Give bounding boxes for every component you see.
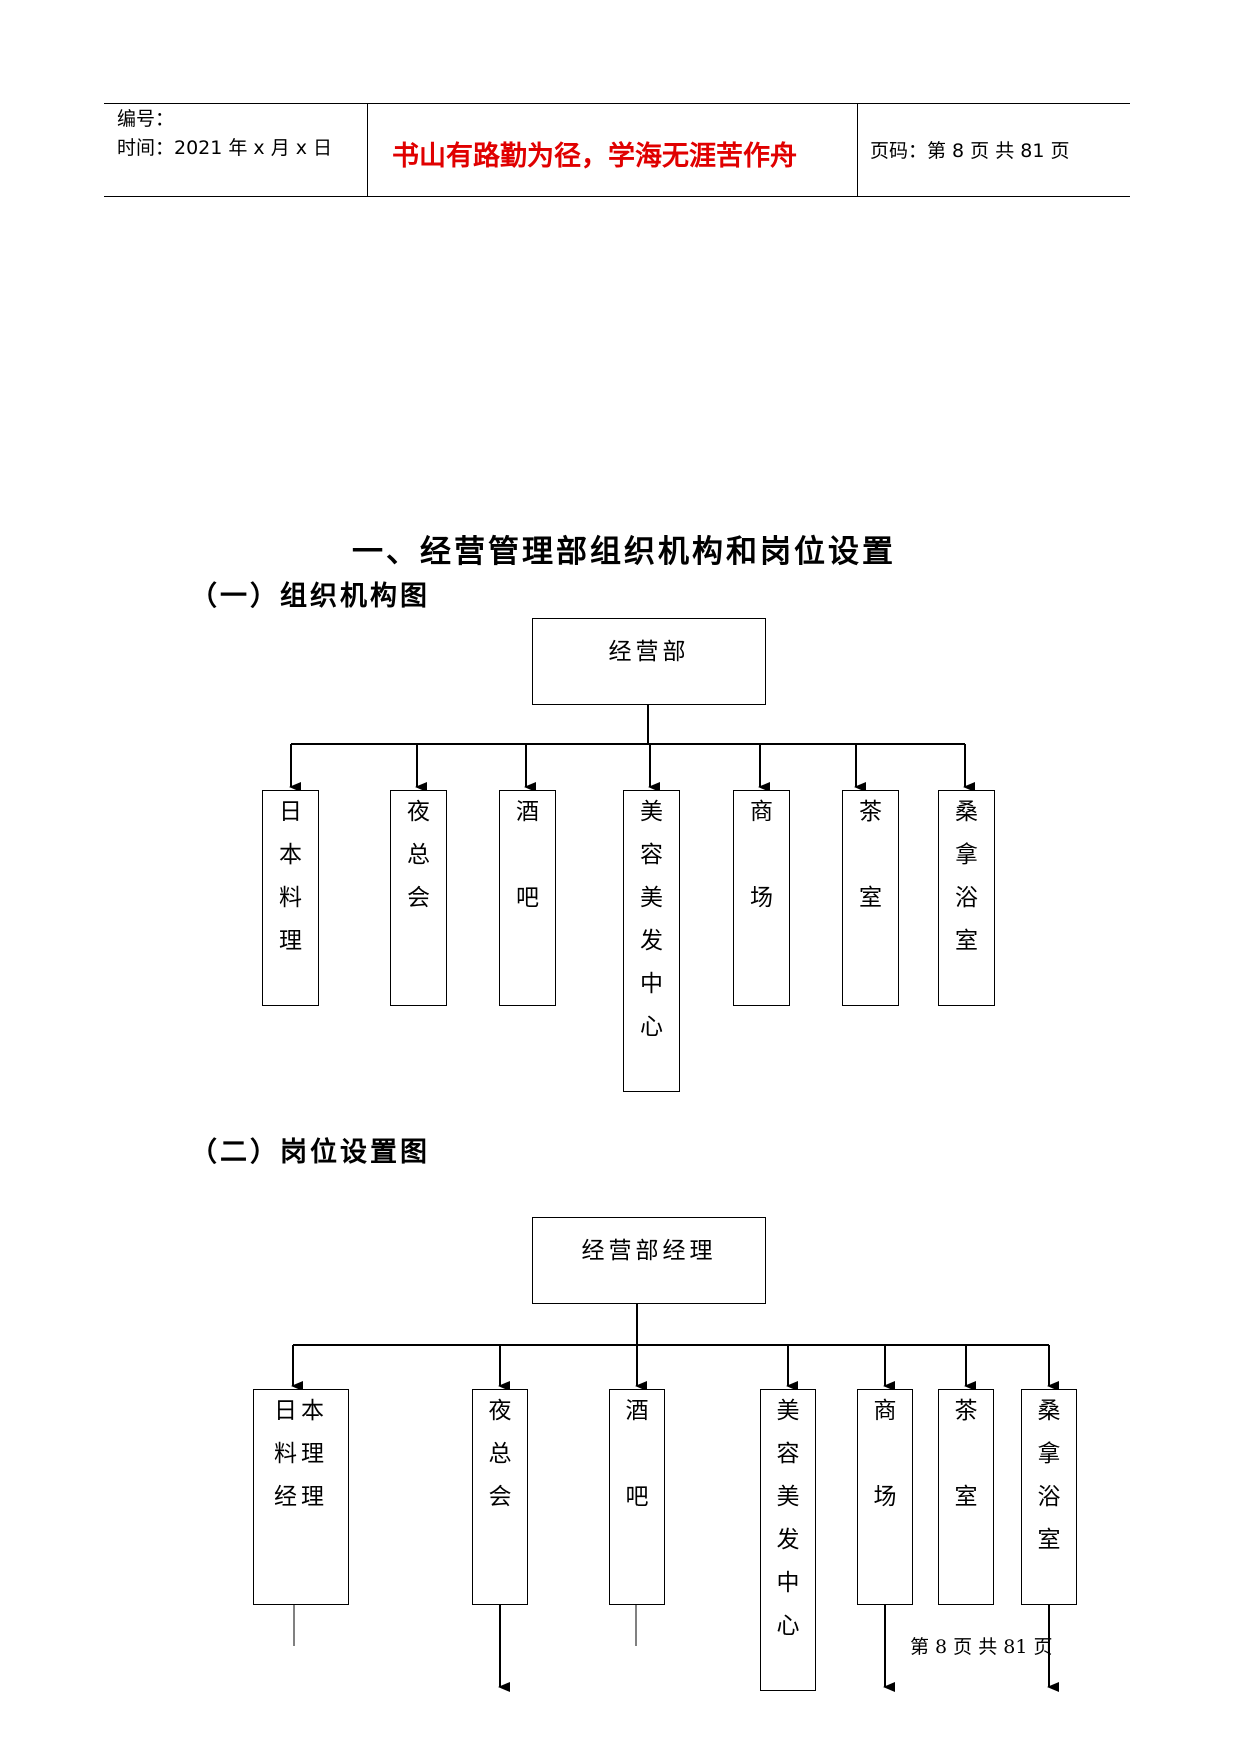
post-unit-label: 夜 总 会 (488, 1398, 512, 1510)
post-unit-box: 茶 室 (938, 1389, 994, 1605)
post-unit-label: 桑 拿 浴 室 (1037, 1398, 1061, 1553)
post-root-box: 经营部经理 (532, 1217, 766, 1304)
org-unit-box: 茶 室 (842, 790, 899, 1006)
org-unit-label: 夜 总 会 (407, 799, 430, 911)
org-root-box: 经营部 (532, 618, 766, 705)
header-divider-left (367, 103, 368, 197)
org-unit-label: 商 场 (750, 799, 773, 911)
org-unit-label: 茶 室 (859, 799, 882, 911)
header-page-label: 页码：第 8 页 共 81 页 (870, 140, 1070, 162)
page-footer: 第 8 页 共 81 页 (910, 1636, 1053, 1658)
org-unit-box: 夜 总 会 (390, 790, 447, 1006)
org-unit-label: 桑 拿 浴 室 (955, 799, 978, 954)
post-root-label: 经营部经理 (581, 1238, 717, 1264)
org-unit-label: 酒 吧 (516, 799, 539, 911)
header-time-label: 时间：2021 年 x 月 x 日 (117, 137, 333, 159)
header-divider-right (857, 103, 858, 197)
post-unit-box: 商 场 (857, 1389, 913, 1605)
post-unit-label: 日本 料理 经理 (274, 1398, 328, 1510)
section1-heading: （一）组织机构图 (190, 581, 430, 612)
section2-heading: （二）岗位设置图 (190, 1137, 430, 1168)
org-unit-box: 酒 吧 (499, 790, 556, 1006)
header-bottom-rule (104, 196, 1130, 197)
header-motto: 书山有路勤为径，学海无涯苦作舟 (392, 141, 797, 172)
org-root-label: 经营部 (608, 639, 690, 665)
org-unit-box: 美 容 美 发 中 心 (623, 790, 680, 1092)
page-title: 一、经营管理部组织机构和岗位设置 (352, 534, 896, 570)
org-unit-box: 日 本 料 理 (262, 790, 319, 1006)
post-unit-box: 夜 总 会 (472, 1389, 528, 1605)
post-unit-label: 美 容 美 发 中 心 (776, 1398, 800, 1639)
org-unit-box: 商 场 (733, 790, 790, 1006)
post-unit-box: 日本 料理 经理 (253, 1389, 349, 1605)
post-unit-box: 桑 拿 浴 室 (1021, 1389, 1077, 1605)
post-unit-box: 酒 吧 (609, 1389, 665, 1605)
post-unit-label: 茶 室 (954, 1398, 978, 1510)
header-number-label: 编号： (117, 108, 175, 130)
org-unit-label: 美 容 美 发 中 心 (640, 799, 663, 1040)
header-top-rule (104, 103, 1130, 104)
post-unit-box: 美 容 美 发 中 心 (760, 1389, 816, 1691)
org-unit-box: 桑 拿 浴 室 (938, 790, 995, 1006)
post-unit-label: 酒 吧 (625, 1398, 649, 1510)
post-unit-label: 商 场 (873, 1398, 897, 1510)
org-unit-label: 日 本 料 理 (279, 799, 302, 954)
